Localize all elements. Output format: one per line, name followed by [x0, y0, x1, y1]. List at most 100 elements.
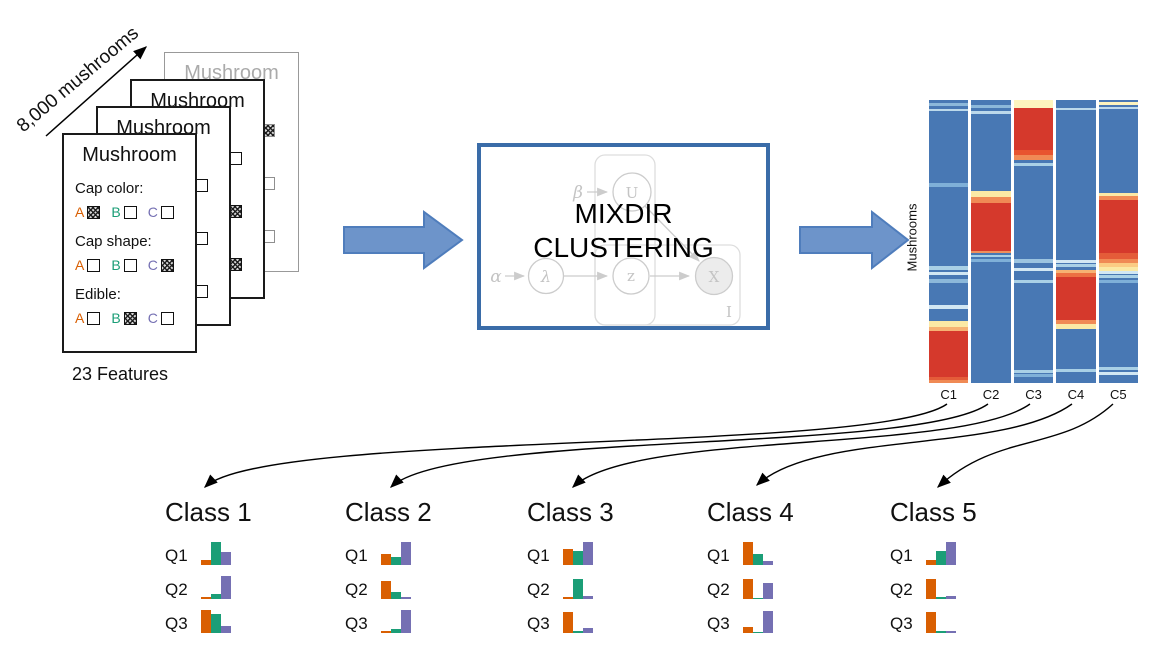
q-bar-chart [201, 575, 233, 599]
heatmap-stripe [1056, 368, 1096, 372]
section-label: Edible: [75, 286, 121, 303]
heatmap-stripe [1098, 101, 1139, 105]
heatmap-stripe [929, 305, 969, 309]
q-bar-chart [381, 609, 413, 633]
card-title: Mushroom [184, 62, 279, 84]
checkbox-B-checked [123, 311, 137, 325]
bar [763, 560, 773, 565]
heatmap-column-c1 [929, 100, 969, 383]
bar [381, 631, 391, 633]
q-bar-chart [926, 609, 958, 633]
bar [753, 631, 763, 633]
option-letter-A: A [75, 310, 85, 326]
q-row: Q2 [165, 575, 325, 599]
heatmap-stripe [1013, 149, 1054, 155]
heatmap-stripe [1098, 275, 1139, 279]
heatmap-column-labels: C1 C2 C3 C4 C5 [929, 387, 1138, 402]
q-row: Q3 [527, 609, 687, 633]
heatmap-stripe [1056, 324, 1096, 329]
bar [563, 612, 573, 633]
heatmap-stripe [929, 272, 969, 276]
q-bar-chart [201, 541, 233, 565]
bar [391, 629, 401, 633]
q-row: Q3 [345, 609, 505, 633]
label-alpha: α [490, 267, 502, 287]
heatmap-stripe [971, 105, 1011, 109]
heatmap-stripe [971, 111, 1011, 114]
bar [391, 556, 401, 565]
q-row: Q1 [527, 541, 687, 565]
heatmap-stripe [1056, 273, 1096, 277]
heatmap-stripe [1013, 369, 1054, 373]
bar [201, 610, 211, 633]
class-block-3: Class 3 Q1 Q2 Q3 [527, 497, 687, 633]
class-title: Class 3 [527, 497, 614, 527]
bar [573, 578, 583, 599]
heatmap-col-label-c1: C1 [940, 387, 958, 402]
q-bar-chart [381, 541, 413, 565]
heatmap-stripe [971, 259, 1011, 262]
checkbox-A [87, 311, 101, 325]
heatmap-stripe [1098, 253, 1139, 259]
bar [936, 631, 946, 633]
q-label: Q2 [707, 580, 730, 599]
q-bar-chart [381, 575, 413, 599]
heatmap-stripe [1013, 267, 1054, 271]
q-bar-chart [201, 609, 233, 633]
section-label: Cap shape: [75, 233, 152, 250]
cluster-arrow-3 [572, 403, 1031, 488]
bar [401, 596, 411, 599]
bar [201, 596, 211, 599]
heatmap-stripe [1098, 271, 1139, 275]
option-A: A [75, 310, 101, 326]
option-C: C [148, 310, 174, 326]
heatmap-col-label-c3: C3 [1025, 387, 1042, 402]
q-row: Q3 [890, 609, 1050, 633]
q-row: Q1 [707, 541, 867, 565]
checkbox-B [123, 205, 137, 219]
heatmap-stripe [1013, 107, 1054, 150]
class-block-5: Class 5 Q1 Q2 Q3 [890, 497, 1050, 633]
heatmap-column-c4 [1056, 100, 1096, 383]
cluster-arrow-2 [389, 403, 989, 488]
q-label: Q2 [890, 580, 913, 599]
class-block-2: Class 2 Q1 Q2 Q3 [345, 497, 505, 633]
q-label: Q3 [527, 614, 550, 633]
q-bar-chart [743, 541, 775, 565]
bar [946, 542, 956, 565]
option-letter-A: A [75, 204, 85, 220]
heatmap-ylabel: Mushrooms [904, 203, 920, 272]
heatmap-stripe [1056, 269, 1096, 274]
heatmap-stripe [1098, 193, 1139, 197]
bar [743, 542, 753, 565]
option-letter-B: B [111, 310, 121, 326]
q-row: Q2 [707, 575, 867, 599]
card-title: Mushroom [82, 144, 177, 166]
bar [381, 553, 391, 565]
node-u [612, 172, 652, 212]
label-lambda: λ [540, 267, 551, 286]
option-letter-C: C [147, 257, 158, 273]
option-letter-B: B [111, 257, 121, 273]
bar [401, 610, 411, 633]
option-letter-B: B [111, 204, 121, 220]
heatmap-stripe [1013, 374, 1054, 378]
q-label: Q3 [345, 614, 368, 633]
heatmap-stripe [1056, 259, 1096, 263]
bar [936, 597, 946, 599]
class-block-1: Class 1 Q1 Q2 Q3 [165, 497, 325, 633]
heatmap-stripe [1098, 279, 1139, 283]
heatmap-stripe [929, 266, 969, 270]
checkbox-C-checked [160, 258, 174, 272]
option-B: B [111, 257, 137, 273]
heatmap-stripe [971, 196, 1011, 203]
bar [926, 560, 936, 565]
bar [583, 595, 593, 599]
bar [743, 626, 753, 633]
bar [743, 579, 753, 599]
bar [221, 576, 231, 599]
q-label: Q2 [165, 580, 188, 599]
